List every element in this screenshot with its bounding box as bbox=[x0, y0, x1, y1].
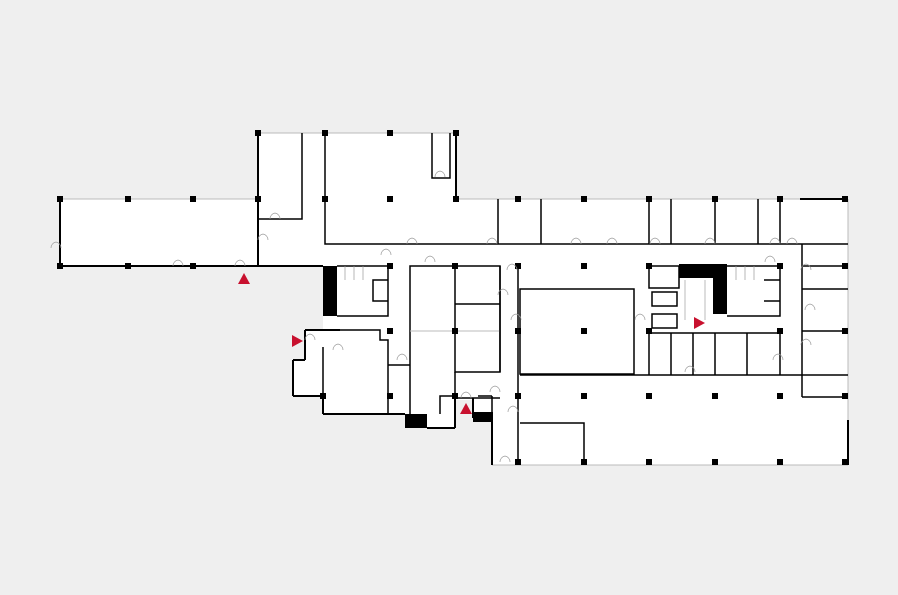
door-swing-icon bbox=[764, 255, 776, 263]
column-square-icon bbox=[57, 196, 63, 202]
column-square-icon bbox=[777, 196, 783, 202]
column-square-icon bbox=[190, 196, 196, 202]
door-swing-icon bbox=[406, 237, 418, 245]
triangle-marker-icon[interactable] bbox=[694, 317, 705, 329]
doors bbox=[50, 170, 816, 463]
column-square-icon bbox=[777, 263, 783, 269]
column-square-icon bbox=[646, 263, 652, 269]
column-square-icon bbox=[387, 130, 393, 136]
column-square-icon bbox=[125, 263, 131, 269]
triangle-marker-icon[interactable] bbox=[292, 335, 303, 347]
door-swing-icon bbox=[50, 241, 62, 249]
door-swing-icon bbox=[460, 391, 472, 399]
door-swing-icon bbox=[800, 263, 812, 271]
column-square-icon bbox=[581, 263, 587, 269]
column-square-icon bbox=[777, 393, 783, 399]
door-swing-icon bbox=[332, 343, 344, 351]
column-square-icon bbox=[322, 196, 328, 202]
door-swing-icon bbox=[234, 259, 246, 267]
location-markers bbox=[238, 273, 705, 414]
door-swing-icon bbox=[257, 233, 269, 241]
triangle-marker-icon[interactable] bbox=[238, 273, 250, 284]
door-swing-icon bbox=[704, 237, 716, 245]
column-square-icon bbox=[322, 130, 328, 136]
column-square-icon bbox=[842, 459, 848, 465]
exterior-walls bbox=[59, 132, 849, 466]
column-square-icon bbox=[57, 263, 63, 269]
door-swing-icon bbox=[684, 365, 696, 373]
column-square-icon bbox=[646, 393, 652, 399]
column-square-icon bbox=[842, 196, 848, 202]
column-square-icon bbox=[452, 263, 458, 269]
column-square-icon bbox=[646, 459, 652, 465]
column-square-icon bbox=[515, 196, 521, 202]
door-swing-icon bbox=[786, 237, 798, 245]
door-swing-icon bbox=[510, 313, 522, 321]
interior-walls bbox=[258, 133, 848, 465]
columns bbox=[57, 130, 848, 465]
door-swing-icon bbox=[304, 333, 316, 341]
column-square-icon bbox=[646, 196, 652, 202]
door-swing-icon bbox=[172, 259, 184, 267]
column-square-icon bbox=[515, 393, 521, 399]
column-square-icon bbox=[712, 459, 718, 465]
door-swing-icon bbox=[570, 237, 582, 245]
column-square-icon bbox=[190, 263, 196, 269]
door-swing-icon bbox=[804, 303, 816, 311]
column-square-icon bbox=[842, 328, 848, 334]
door-swing-icon bbox=[772, 353, 784, 361]
column-square-icon bbox=[453, 196, 459, 202]
column-square-icon bbox=[646, 328, 652, 334]
column-square-icon bbox=[842, 393, 848, 399]
door-swing-icon bbox=[396, 353, 408, 361]
door-swing-icon bbox=[507, 405, 519, 413]
column-square-icon bbox=[581, 459, 587, 465]
column-square-icon bbox=[387, 196, 393, 202]
door-swing-icon bbox=[499, 455, 511, 463]
door-swing-icon bbox=[486, 237, 498, 245]
door-swing-icon bbox=[269, 212, 281, 220]
door-swing-icon bbox=[489, 385, 501, 393]
door-swing-icon bbox=[424, 255, 436, 263]
column-square-icon bbox=[255, 130, 261, 136]
column-square-icon bbox=[453, 130, 459, 136]
column-square-icon bbox=[581, 328, 587, 334]
column-square-icon bbox=[712, 393, 718, 399]
door-swing-icon bbox=[606, 237, 618, 245]
door-swing-icon bbox=[649, 237, 661, 245]
column-square-icon bbox=[255, 196, 261, 202]
door-swing-icon bbox=[634, 313, 646, 321]
door-swing-icon bbox=[497, 288, 509, 296]
column-square-icon bbox=[515, 263, 521, 269]
column-square-icon bbox=[452, 328, 458, 334]
column-square-icon bbox=[581, 196, 587, 202]
door-swing-icon bbox=[380, 248, 392, 256]
column-square-icon bbox=[515, 459, 521, 465]
triangle-marker-icon[interactable] bbox=[460, 403, 472, 414]
column-square-icon bbox=[712, 196, 718, 202]
column-square-icon bbox=[777, 459, 783, 465]
column-square-icon bbox=[581, 393, 587, 399]
door-swing-icon bbox=[800, 338, 812, 346]
column-square-icon bbox=[387, 263, 393, 269]
column-square-icon bbox=[387, 393, 393, 399]
door-swing-icon bbox=[506, 263, 518, 271]
door-swing-icon bbox=[434, 170, 446, 178]
column-square-icon bbox=[777, 328, 783, 334]
column-square-icon bbox=[452, 393, 458, 399]
column-square-icon bbox=[515, 328, 521, 334]
column-square-icon bbox=[125, 196, 131, 202]
column-square-icon bbox=[842, 263, 848, 269]
column-square-icon bbox=[320, 393, 326, 399]
column-square-icon bbox=[387, 328, 393, 334]
door-swing-icon bbox=[769, 237, 781, 245]
